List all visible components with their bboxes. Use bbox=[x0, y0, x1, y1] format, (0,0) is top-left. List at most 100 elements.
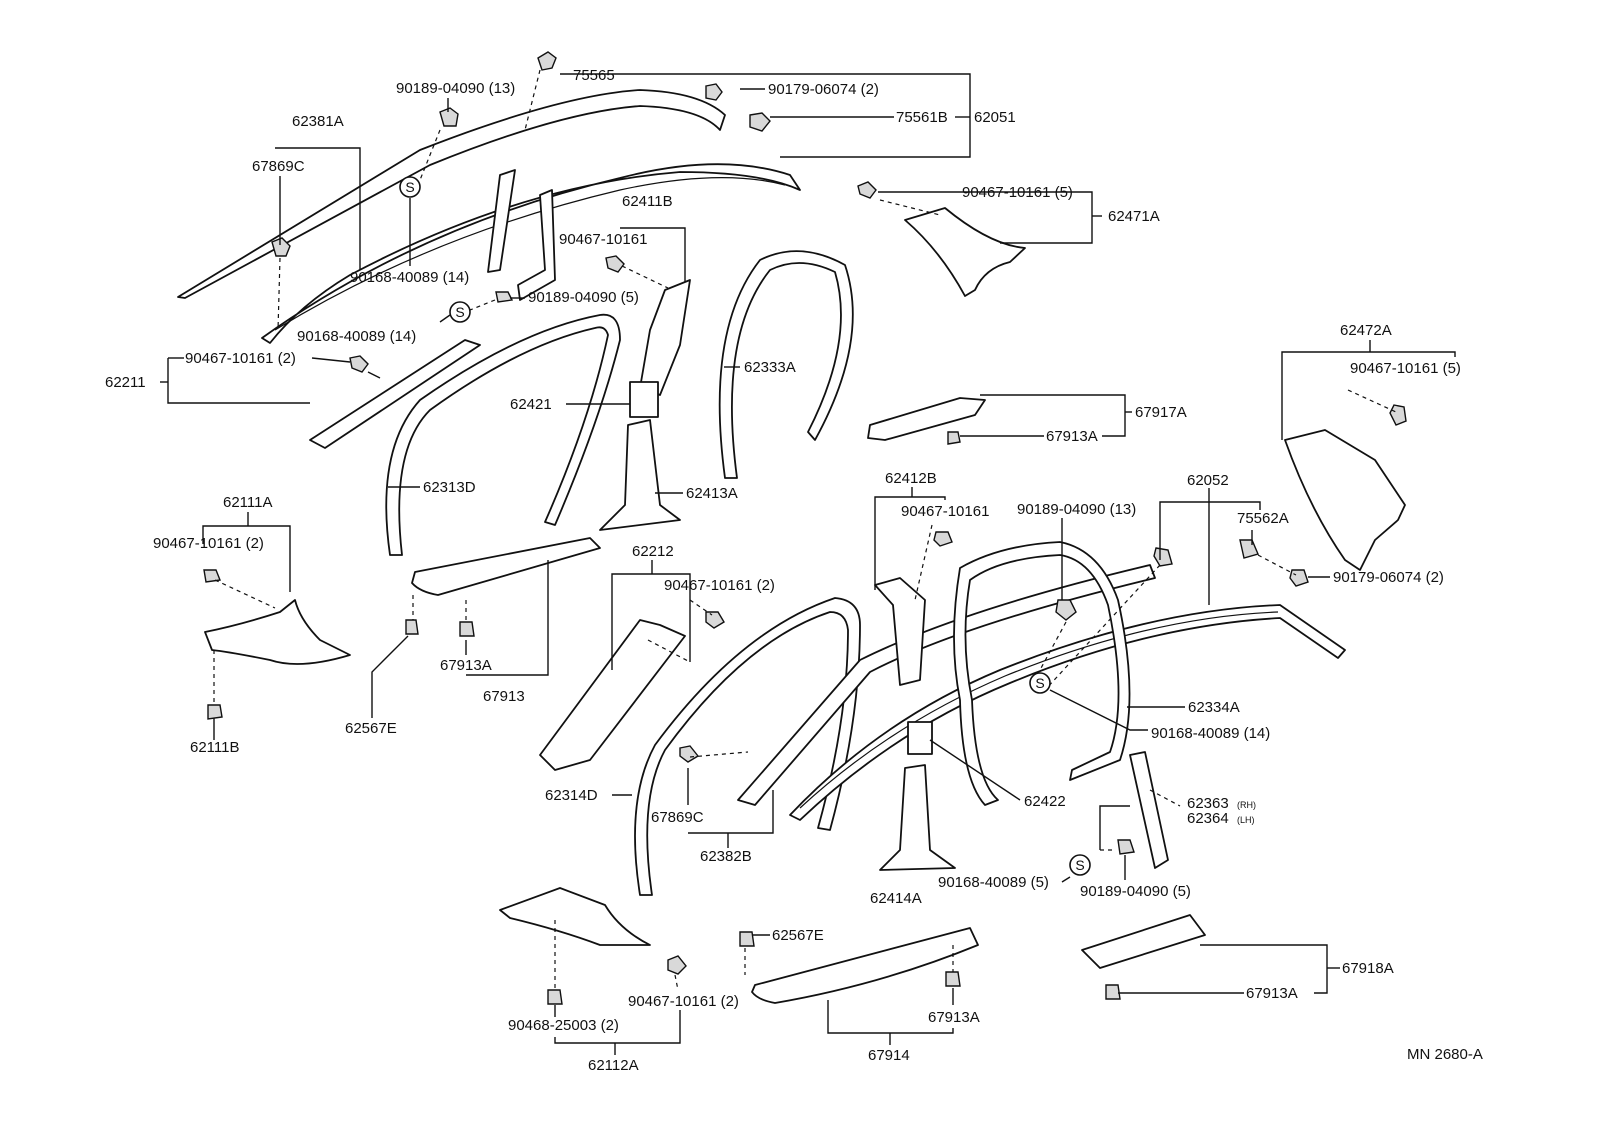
label-67913A-c: 67913A bbox=[928, 1009, 980, 1026]
scuff-plate-rh-part bbox=[751, 927, 979, 1004]
clip-icon bbox=[705, 83, 723, 101]
label-62472A: 62472A bbox=[1340, 322, 1392, 339]
door-opening-trim-front-rh-part bbox=[634, 597, 861, 896]
label-62364: 62364 bbox=[1187, 810, 1229, 827]
center-pillar-lower-part bbox=[599, 419, 681, 531]
label-62381A: 62381A bbox=[292, 113, 344, 130]
kick-panel-part bbox=[499, 887, 651, 946]
b-pillar-upper-part bbox=[639, 279, 691, 396]
label-67913A-d: 67913A bbox=[1246, 985, 1298, 1002]
center-pillar-clip-rh-part bbox=[907, 721, 933, 755]
cowl-side-trim-part bbox=[204, 599, 351, 665]
label-75562A: 75562A bbox=[1237, 510, 1289, 527]
clip-icon bbox=[1105, 984, 1121, 1000]
clip-icon bbox=[349, 355, 369, 373]
label-90467-10161-a: 90467-10161 bbox=[559, 231, 647, 248]
label-90168-40089-b: 90168-40089 (14) bbox=[297, 328, 416, 345]
label-62334A: 62334A bbox=[1188, 699, 1240, 716]
svg-text:S: S bbox=[1035, 675, 1044, 691]
clip-icon bbox=[1117, 839, 1135, 855]
clip-icon bbox=[947, 431, 961, 445]
svg-text:S: S bbox=[455, 304, 464, 320]
label-62413A: 62413A bbox=[686, 485, 738, 502]
roof-rail-rh-inner bbox=[799, 611, 1279, 809]
clip-icon bbox=[1239, 539, 1259, 559]
clip-icon bbox=[945, 971, 961, 987]
label-62363: 62363 bbox=[1187, 795, 1229, 812]
label-90189-04090-13-top: 90189-04090 (13) bbox=[396, 80, 515, 97]
pillar-bracket-part bbox=[517, 189, 556, 301]
clip-icon bbox=[1389, 404, 1407, 426]
label-62567E-b: 62567E bbox=[772, 927, 824, 944]
clip-icon bbox=[749, 112, 771, 132]
door-opening-trim-rear-part bbox=[718, 250, 854, 479]
screw-s-symbol: S bbox=[449, 301, 471, 323]
clip-icon bbox=[207, 704, 223, 720]
label-62052: 62052 bbox=[1187, 472, 1229, 489]
roof-rail-outer-part bbox=[261, 163, 801, 344]
svg-text:S: S bbox=[405, 179, 414, 195]
label-67918A: 67918A bbox=[1342, 960, 1394, 977]
clip-icon bbox=[439, 107, 459, 127]
label-90179-06074-right: 90179-06074 (2) bbox=[1333, 569, 1444, 586]
label-90189-04090-5: 90189-04090 (5) bbox=[528, 289, 639, 306]
clip-icon bbox=[1289, 569, 1309, 587]
label-90168-40089-a: 90168-40089 (14) bbox=[350, 269, 469, 286]
label-62111B: 62111B bbox=[190, 739, 240, 756]
label-67913A-a: 67913A bbox=[1046, 428, 1098, 445]
a-pillar-lower-part bbox=[539, 619, 686, 771]
label-90168-40089-c: 90168-40089 (14) bbox=[1151, 725, 1270, 742]
clip-icon bbox=[1153, 547, 1173, 567]
rear-scuff-plate-part bbox=[867, 397, 986, 441]
fastener-icons bbox=[203, 51, 1407, 1005]
clip-icon bbox=[547, 989, 563, 1005]
label-62414A: 62414A bbox=[870, 890, 922, 907]
label-62422: 62422 bbox=[1024, 793, 1066, 810]
label-62333A: 62333A bbox=[744, 359, 796, 376]
label-67869C-top: 67869C bbox=[252, 158, 305, 175]
label-90467-10161-5-d: 90467-10161 (5) bbox=[1350, 360, 1461, 377]
label-62314D: 62314D bbox=[545, 787, 598, 804]
label-62363-rh: (RH) bbox=[1237, 800, 1256, 810]
quarter-trim-rear-part bbox=[1284, 429, 1406, 571]
label-75561B: 75561B bbox=[896, 109, 948, 126]
roof-rail-inner-line bbox=[274, 177, 786, 331]
label-67913: 67913 bbox=[483, 688, 525, 705]
door-opening-trim-front-part bbox=[385, 313, 621, 556]
label-62382B: 62382B bbox=[700, 848, 752, 865]
label-62364-lh: (LH) bbox=[1237, 815, 1255, 825]
center-pillar-lower-rh-part bbox=[879, 764, 956, 871]
clip-icon bbox=[705, 611, 725, 629]
label-62411B: 62411B bbox=[622, 193, 673, 210]
door-opening-trim-rear-rh-part bbox=[953, 541, 1131, 806]
label-90189-04090-13-right: 90189-04090 (13) bbox=[1017, 501, 1136, 518]
label-90467-10161-g: 90467-10161 bbox=[901, 503, 989, 520]
label-67914: 67914 bbox=[868, 1047, 910, 1064]
front-scuff-plate-part bbox=[411, 537, 601, 596]
label-75565: 75565 bbox=[573, 67, 615, 84]
label-62567E-a: 62567E bbox=[345, 720, 397, 737]
label-62211: 62211 bbox=[105, 374, 146, 391]
clip-icon bbox=[495, 291, 514, 303]
part-labels: 75565 90189-04090 (13) 90179-06074 (2) 7… bbox=[105, 67, 1483, 1074]
part-illustrations bbox=[177, 89, 1406, 1004]
a-pillar-garnish-part bbox=[309, 339, 481, 449]
label-90467-10161-2-f: 90467-10161 (2) bbox=[664, 577, 775, 594]
label-90468-25003: 90468-25003 (2) bbox=[508, 1017, 619, 1034]
clip-icon bbox=[857, 181, 877, 199]
label-90179-06074-top: 90179-06074 (2) bbox=[768, 81, 879, 98]
label-62112A: 62112A bbox=[588, 1057, 639, 1074]
label-90467-10161-2-e: 90467-10161 (2) bbox=[153, 535, 264, 552]
label-67869C-bottom: 67869C bbox=[651, 809, 704, 826]
screw-s-symbol: S bbox=[1069, 854, 1091, 876]
screw-symbols: S S S S bbox=[399, 176, 1091, 876]
roof-rail-upper-part bbox=[177, 89, 726, 299]
label-90467-10161-2-c: 90467-10161 (2) bbox=[185, 350, 296, 367]
label-90168-40089-5: 90168-40089 (5) bbox=[938, 874, 1049, 891]
pillar-strip-part bbox=[487, 169, 516, 273]
clip-icon bbox=[739, 931, 755, 947]
label-62212: 62212 bbox=[632, 543, 674, 560]
center-pillar-clip-part bbox=[629, 381, 659, 418]
clip-icon bbox=[203, 569, 221, 583]
